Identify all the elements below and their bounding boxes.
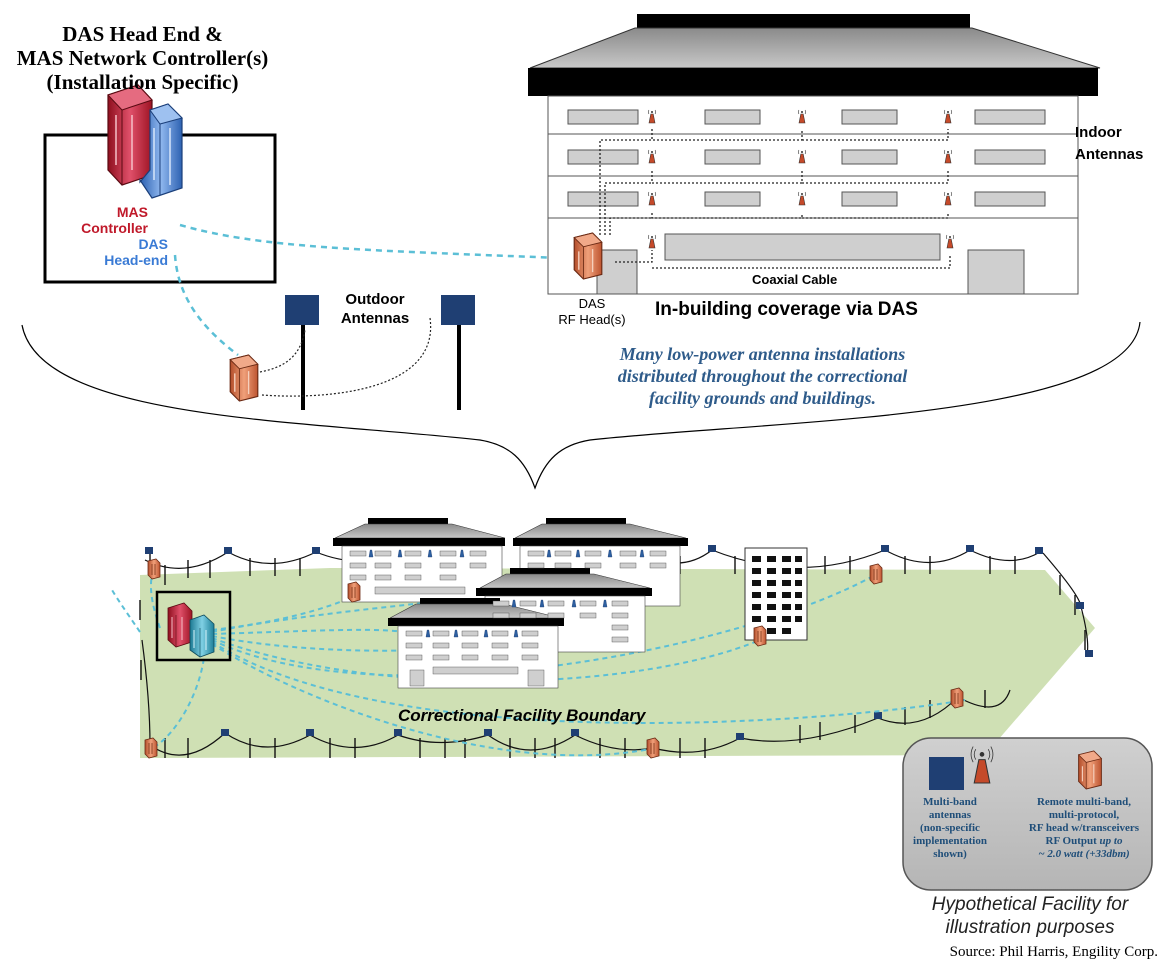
cable-to-building	[179, 223, 561, 260]
source-credit: Source: Phil Harris, Engility Corp.	[949, 944, 1158, 960]
das-rf-head-line: DAS	[578, 296, 606, 311]
indoor-antennas-label: Indoor Antennas	[1075, 122, 1143, 166]
description-line: facility grounds and buildings.	[648, 388, 877, 408]
building-rf-head-icon	[573, 232, 603, 280]
indoor-antennas-line: Antennas	[1075, 146, 1144, 163]
legend-rf-output-italic: up to	[1099, 835, 1123, 847]
legend-antenna-line: (non-specific	[920, 822, 980, 834]
caption-line: illustration purposes	[945, 917, 1115, 938]
legend-rf-output-prefix: RF Output	[1045, 835, 1100, 847]
das-label-line: DAS	[138, 236, 168, 252]
legend-rf-output-line: RF Output up to	[1018, 835, 1150, 848]
legend-rf-head-text: Remote multi-band, multi-protocol, RF he…	[1018, 796, 1150, 861]
legend-rf-output-line: ~ 2.0 watt (+33dbm)	[1018, 848, 1150, 861]
das-rf-head-line: RF Head(s)	[558, 312, 626, 327]
legend-antenna-line: shown)	[933, 848, 967, 860]
legend-antenna-line: Multi-band	[923, 796, 977, 808]
legend-antenna-line: antennas	[928, 809, 972, 821]
description-text: Many low-power antenna installations dis…	[575, 343, 950, 409]
head-end-title-line: DAS Head End &	[62, 22, 223, 46]
facility-buildings	[333, 518, 808, 689]
head-end-title-line: (Installation Specific)	[46, 70, 239, 94]
legend-antenna-text: Multi-band antennas (non-specific implem…	[912, 796, 988, 861]
description-line: Many low-power antenna installations	[619, 344, 906, 364]
legend-antenna-line: implementation	[913, 835, 987, 847]
legend-rf-head-icon	[1077, 750, 1103, 790]
facility-boundary-label: Correctional Facility Boundary	[398, 706, 646, 725]
legend-rf-head-line: RF head w/transceivers	[1028, 822, 1140, 834]
indoor-antennas-line: Indoor	[1075, 124, 1122, 141]
legend-antenna-swatch	[929, 757, 964, 790]
legend-rf-head-line: Remote multi-band,	[1036, 796, 1132, 808]
das-rf-head-label: DAS RF Head(s)	[550, 296, 634, 328]
cable-to-outdoor	[173, 254, 239, 356]
main-building	[528, 14, 1101, 295]
das-head-end-label: DAS Head-end	[78, 236, 168, 268]
outdoor-antennas	[229, 295, 475, 410]
das-head-end-icon	[139, 103, 183, 199]
head-end-title-line: MAS Network Controller(s)	[16, 46, 269, 70]
facility-das-icon	[189, 614, 215, 658]
caption: Hypothetical Facility for illustration p…	[900, 893, 1160, 939]
description-line: distributed throughout the correctional	[617, 366, 908, 386]
legend-rf-output-italic: ~ 2.0 watt (+33dbm)	[1038, 848, 1130, 860]
facility-head-end-box	[155, 590, 232, 662]
coaxial-cable-label: Coaxial Cable	[752, 272, 838, 287]
facility-mas-icon	[167, 602, 193, 648]
outdoor-antennas-label: Outdoor Antennas	[330, 290, 420, 328]
mas-controller-label: MAS Controller	[58, 204, 148, 236]
outdoor-antennas-line: Outdoor	[345, 291, 405, 308]
facility-ground	[140, 568, 1095, 758]
mas-controller-icon	[107, 84, 153, 186]
mas-label-line: MAS	[116, 204, 148, 220]
head-end-title: DAS Head End & MAS Network Controller(s)…	[10, 22, 275, 94]
in-building-title: In-building coverage via DAS	[655, 299, 918, 320]
mas-label-line: Controller	[81, 220, 148, 236]
legend-antenna-icon	[970, 746, 994, 784]
legend-rf-head-line: multi-protocol,	[1048, 809, 1120, 821]
grouping-brace	[21, 321, 1141, 490]
caption-line: Hypothetical Facility for	[931, 894, 1129, 915]
outdoor-antennas-line: Antennas	[340, 310, 410, 327]
das-label-line: Head-end	[104, 252, 168, 268]
